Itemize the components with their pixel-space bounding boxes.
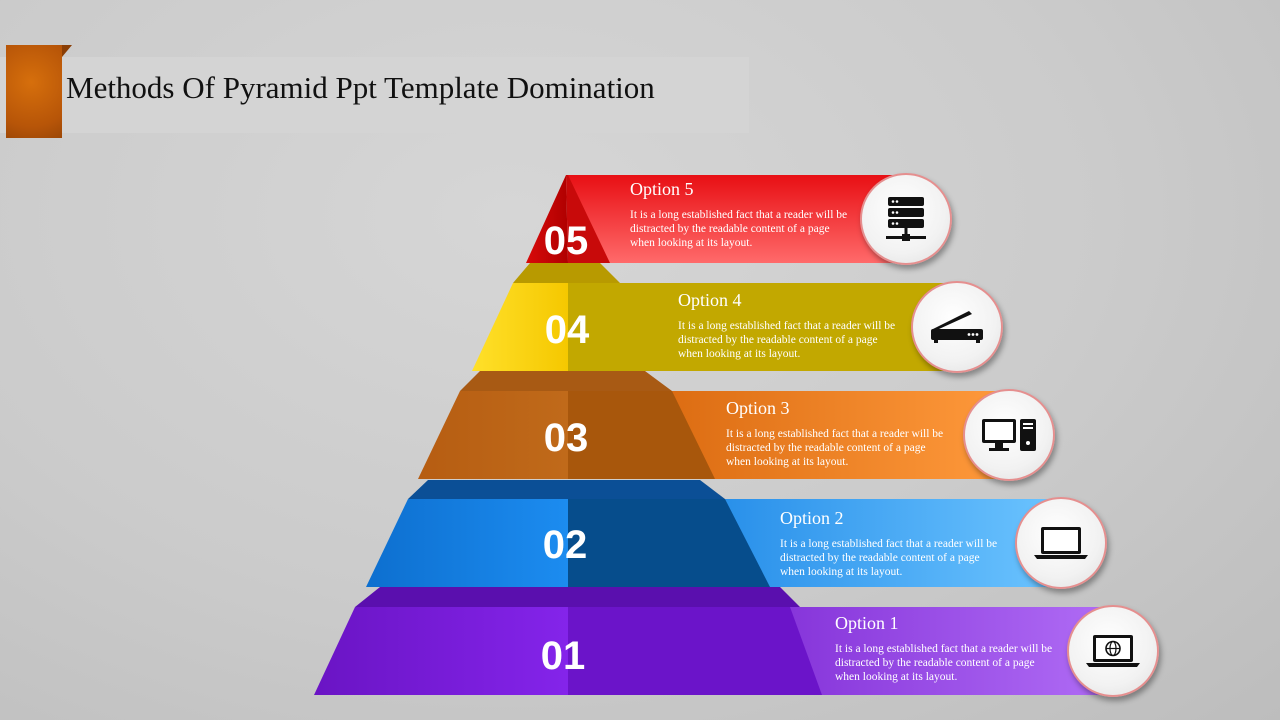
pyramid-level-3	[418, 371, 1010, 479]
scanner-icon	[931, 311, 983, 343]
option-2-icon-circle	[1015, 497, 1107, 589]
level-5-number: 05	[544, 219, 589, 263]
option-5-icon-circle	[860, 173, 952, 265]
pyramid-level-2	[366, 480, 1060, 587]
option-3-icon-circle	[963, 389, 1055, 481]
level-1-right-face	[568, 607, 822, 695]
level-1-left-face	[314, 607, 568, 695]
level-2-left-face	[366, 499, 568, 587]
desktop-computer-icon	[982, 419, 1036, 451]
level-4-band	[568, 283, 958, 371]
level-1-number: 01	[541, 634, 586, 678]
option-3-title: Option 3	[726, 398, 790, 418]
level-3-top-cap	[460, 371, 672, 391]
option-3-description: It is a long established fact that a rea…	[726, 428, 944, 468]
title-banner	[0, 57, 749, 133]
option-2-title: Option 2	[780, 508, 844, 528]
level-3-left-face	[418, 391, 568, 479]
level-5-band	[568, 175, 905, 263]
level-2-top-cap	[408, 480, 725, 499]
option-1-description: It is a long established fact that a rea…	[835, 643, 1053, 683]
page-title: Methods Of Pyramid Ppt Template Dominati…	[66, 70, 655, 105]
title-accent-fold	[62, 45, 72, 57]
option-5-description: It is a long established fact that a rea…	[630, 209, 848, 249]
laptop-icon	[1034, 527, 1088, 559]
level-1-top-cap	[355, 587, 800, 607]
level-3-right-face	[568, 391, 715, 479]
pyramid-level-4	[472, 263, 958, 371]
laptop-globe-icon	[1086, 635, 1140, 667]
level-4-left-face	[472, 283, 568, 371]
server-icon	[886, 197, 926, 241]
level-2-right-face	[568, 499, 770, 587]
option-2-description: It is a long established fact that a rea…	[780, 538, 998, 578]
option-1-title: Option 1	[835, 613, 899, 633]
title-accent-tab	[6, 45, 62, 138]
level-5-left-face	[526, 175, 568, 263]
level-5-right-face	[566, 175, 610, 263]
option-4-description: It is a long established fact that a rea…	[678, 320, 896, 360]
level-3-number: 03	[544, 416, 589, 460]
pyramid-level-5	[526, 175, 905, 263]
level-2-number: 02	[543, 523, 588, 567]
option-4-title: Option 4	[678, 290, 742, 310]
pyramid-level-1	[314, 587, 1110, 695]
option-1-icon-circle	[1067, 605, 1159, 697]
option-4-icon-circle	[911, 281, 1003, 373]
option-5-title: Option 5	[630, 179, 694, 199]
level-4-number: 04	[545, 308, 590, 352]
level-4-top-cap	[513, 263, 620, 283]
